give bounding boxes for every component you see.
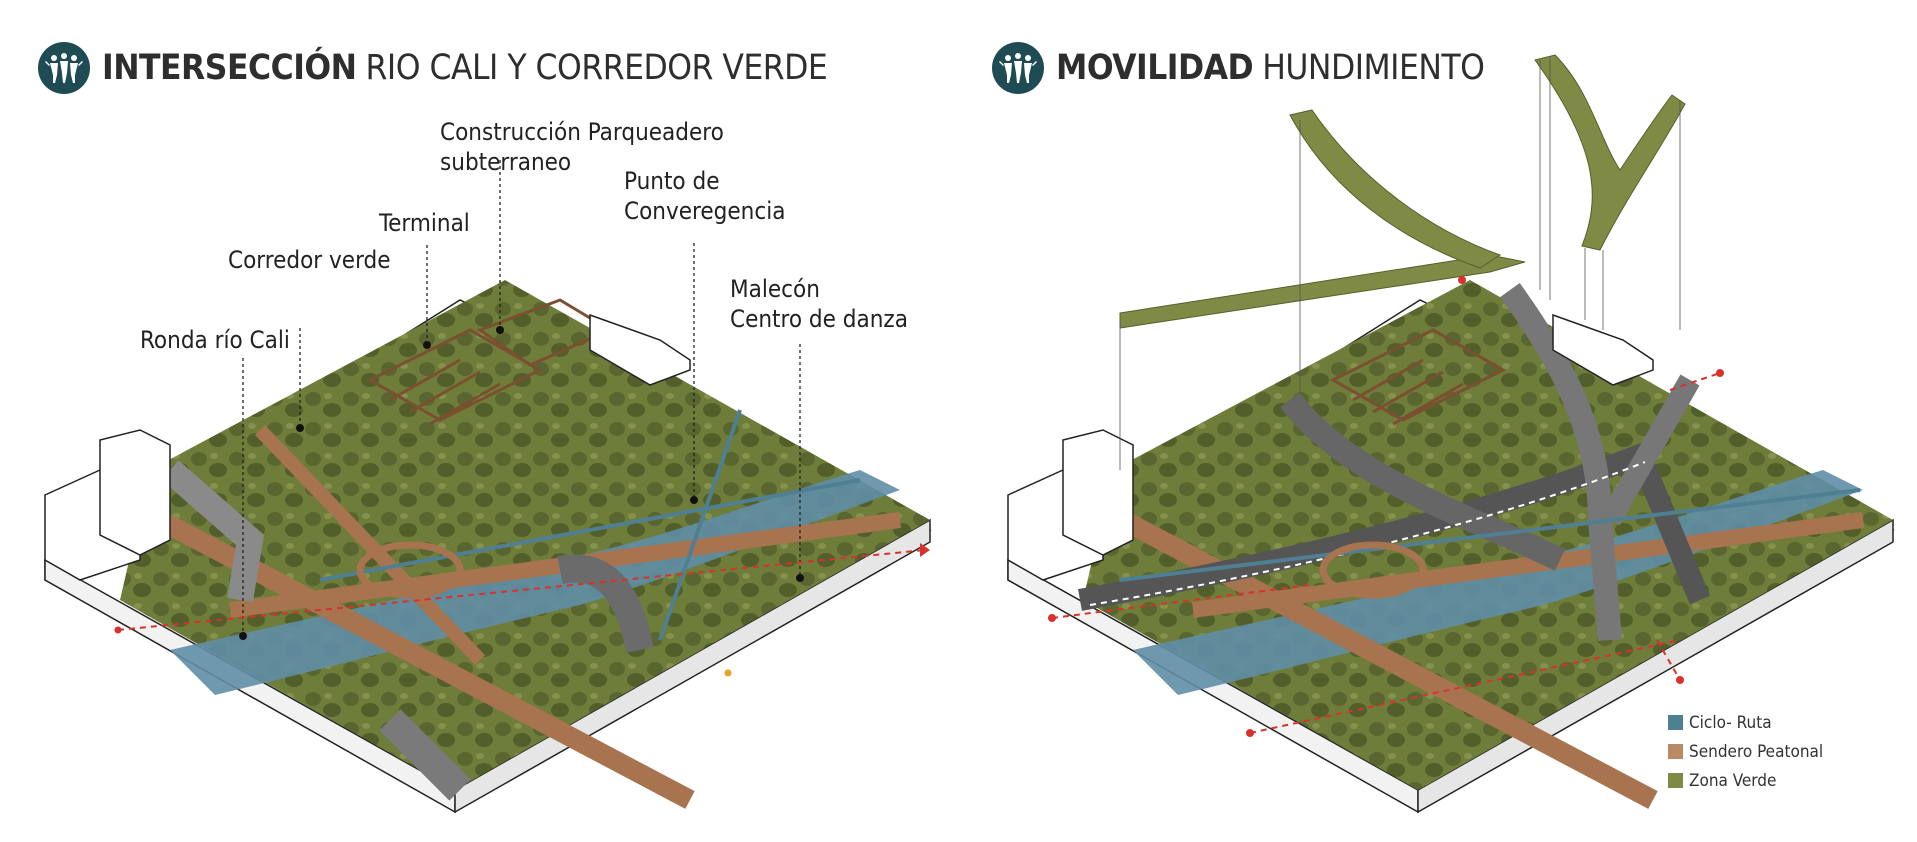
axis-point <box>114 626 122 634</box>
legend-swatch <box>1668 773 1683 788</box>
road <box>557 554 654 653</box>
roundabout <box>1319 541 1427 599</box>
sunken-road <box>1600 374 1700 526</box>
axis-line <box>1249 639 1681 734</box>
title-light: RIO CALI Y CORREDOR VERDE <box>365 48 828 88</box>
people-logo-icon <box>992 42 1044 94</box>
axis-line <box>1669 372 1721 391</box>
projection-lines <box>1119 58 1681 470</box>
pedestrian-path <box>1191 512 1865 618</box>
legend-label: Sendero Peatonal <box>1689 741 1824 762</box>
bike-route <box>658 409 742 641</box>
building <box>1007 313 1654 581</box>
bike-route <box>319 478 861 582</box>
lane-marking <box>1089 461 1646 606</box>
right-isometric-block <box>1007 54 1895 814</box>
legend: Ciclo- Ruta Sendero Peatonal Zona Verde <box>1668 708 1823 795</box>
terminal-structure <box>366 298 614 426</box>
legend-label: Ciclo- Ruta <box>1689 712 1772 733</box>
axis-points <box>1048 276 1724 737</box>
left-isometric-block <box>44 160 932 814</box>
sunken-road <box>1280 392 1566 571</box>
label-ronda-rio-cali: Ronda río Cali <box>140 326 290 354</box>
building <box>44 313 691 581</box>
legend-item: Zona Verde <box>1668 766 1823 795</box>
axis-line <box>1656 639 1681 681</box>
legend-item: Sendero Peatonal <box>1668 737 1823 766</box>
floating-walkway <box>1289 109 1502 269</box>
river <box>170 470 900 695</box>
legend-item: Ciclo- Ruta <box>1668 708 1823 737</box>
people-logo-icon <box>38 42 90 94</box>
axis-arrow-icon <box>920 543 930 557</box>
bike-route <box>1119 488 1861 582</box>
road <box>379 709 471 801</box>
leader-dots <box>239 326 804 640</box>
left-panel-title: INTERSECCIÓN RIO CALI Y CORREDOR VERDE <box>38 42 828 94</box>
title-strong: MOVILIDAD <box>1056 48 1254 88</box>
leader-lines <box>242 160 801 636</box>
terminal-structure <box>1329 328 1507 426</box>
title-light: HUNDIMIENTO <box>1262 48 1485 88</box>
sunken-road <box>1500 283 1622 641</box>
axis-line <box>117 549 926 631</box>
label-terminal: Terminal <box>379 209 470 237</box>
title-strong: INTERSECCIÓN <box>102 48 357 88</box>
legend-label: Zona Verde <box>1689 770 1777 791</box>
axis-point <box>724 669 732 677</box>
label-corredor-verde: Corredor verde <box>228 246 391 274</box>
floating-walkway <box>1534 54 1686 251</box>
legend-swatch <box>1668 744 1683 759</box>
pedestrian-path <box>254 425 486 665</box>
legend-swatch <box>1668 715 1683 730</box>
right-panel-title: MOVILIDAD HUNDIMIENTO <box>992 42 1485 94</box>
roundabout <box>356 541 464 599</box>
